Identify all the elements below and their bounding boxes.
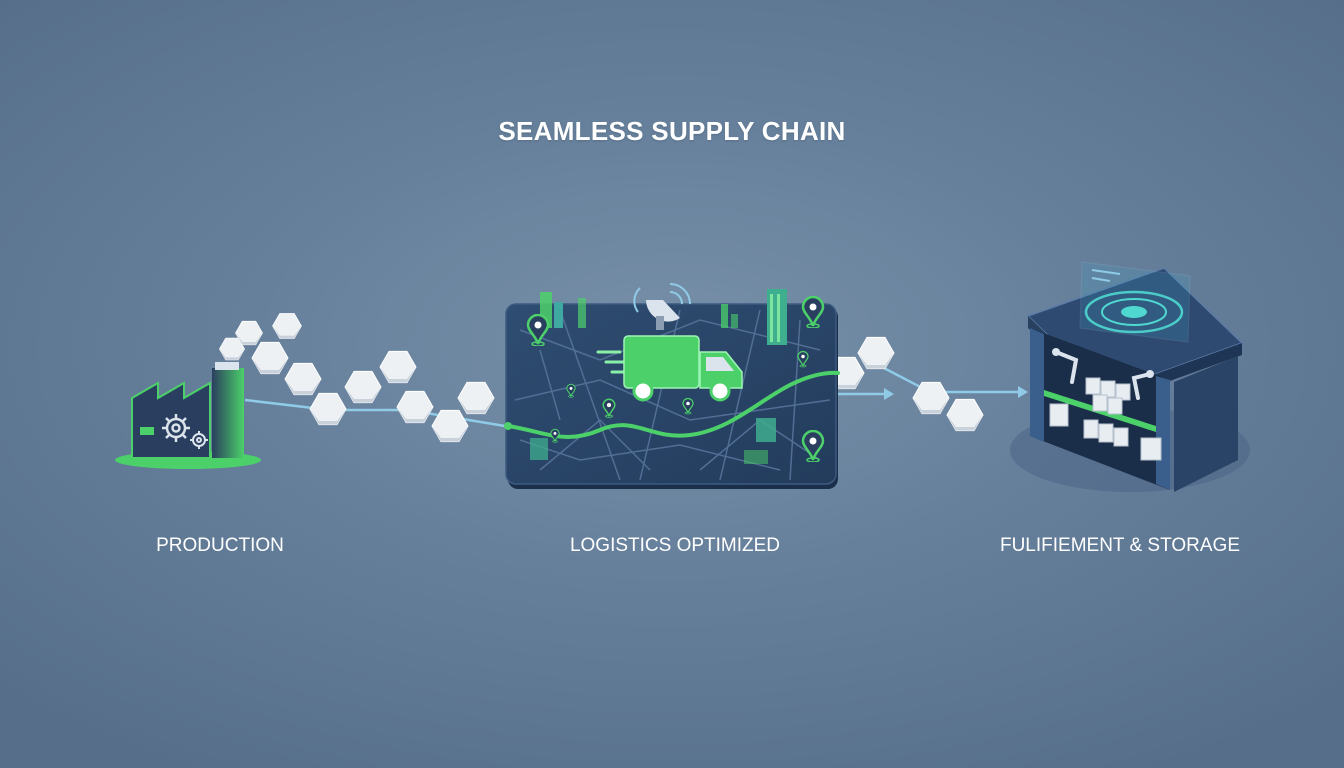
delivery-route-line xyxy=(506,370,840,439)
warehouse-icon xyxy=(1010,261,1250,492)
hexagon-chain-left xyxy=(219,313,495,443)
arrow-head-icon xyxy=(1018,386,1028,398)
gear-icon xyxy=(190,431,208,449)
factory-icon xyxy=(115,362,261,469)
map-buildings xyxy=(530,289,787,464)
stage-label-production: PRODUCTION xyxy=(156,535,284,556)
hexagon-chain-right xyxy=(827,336,984,432)
robot-arm-icon xyxy=(1054,350,1152,400)
logistics-map-panel xyxy=(504,283,840,489)
arrow-head-icon xyxy=(884,388,894,400)
delivery-truck-icon xyxy=(596,335,743,402)
storage-boxes xyxy=(1049,377,1162,461)
stage-label-fulfillment: FULIFIEMENT & STORAGE xyxy=(999,535,1240,556)
diagram-title: SEAMLESS SUPPLY CHAIN xyxy=(498,116,846,146)
holographic-display xyxy=(1079,261,1191,343)
satellite-dish-icon xyxy=(633,283,691,330)
gear-icon xyxy=(162,414,190,442)
stage-label-logistics: LOGISTICS OPTIMIZED xyxy=(569,535,781,556)
